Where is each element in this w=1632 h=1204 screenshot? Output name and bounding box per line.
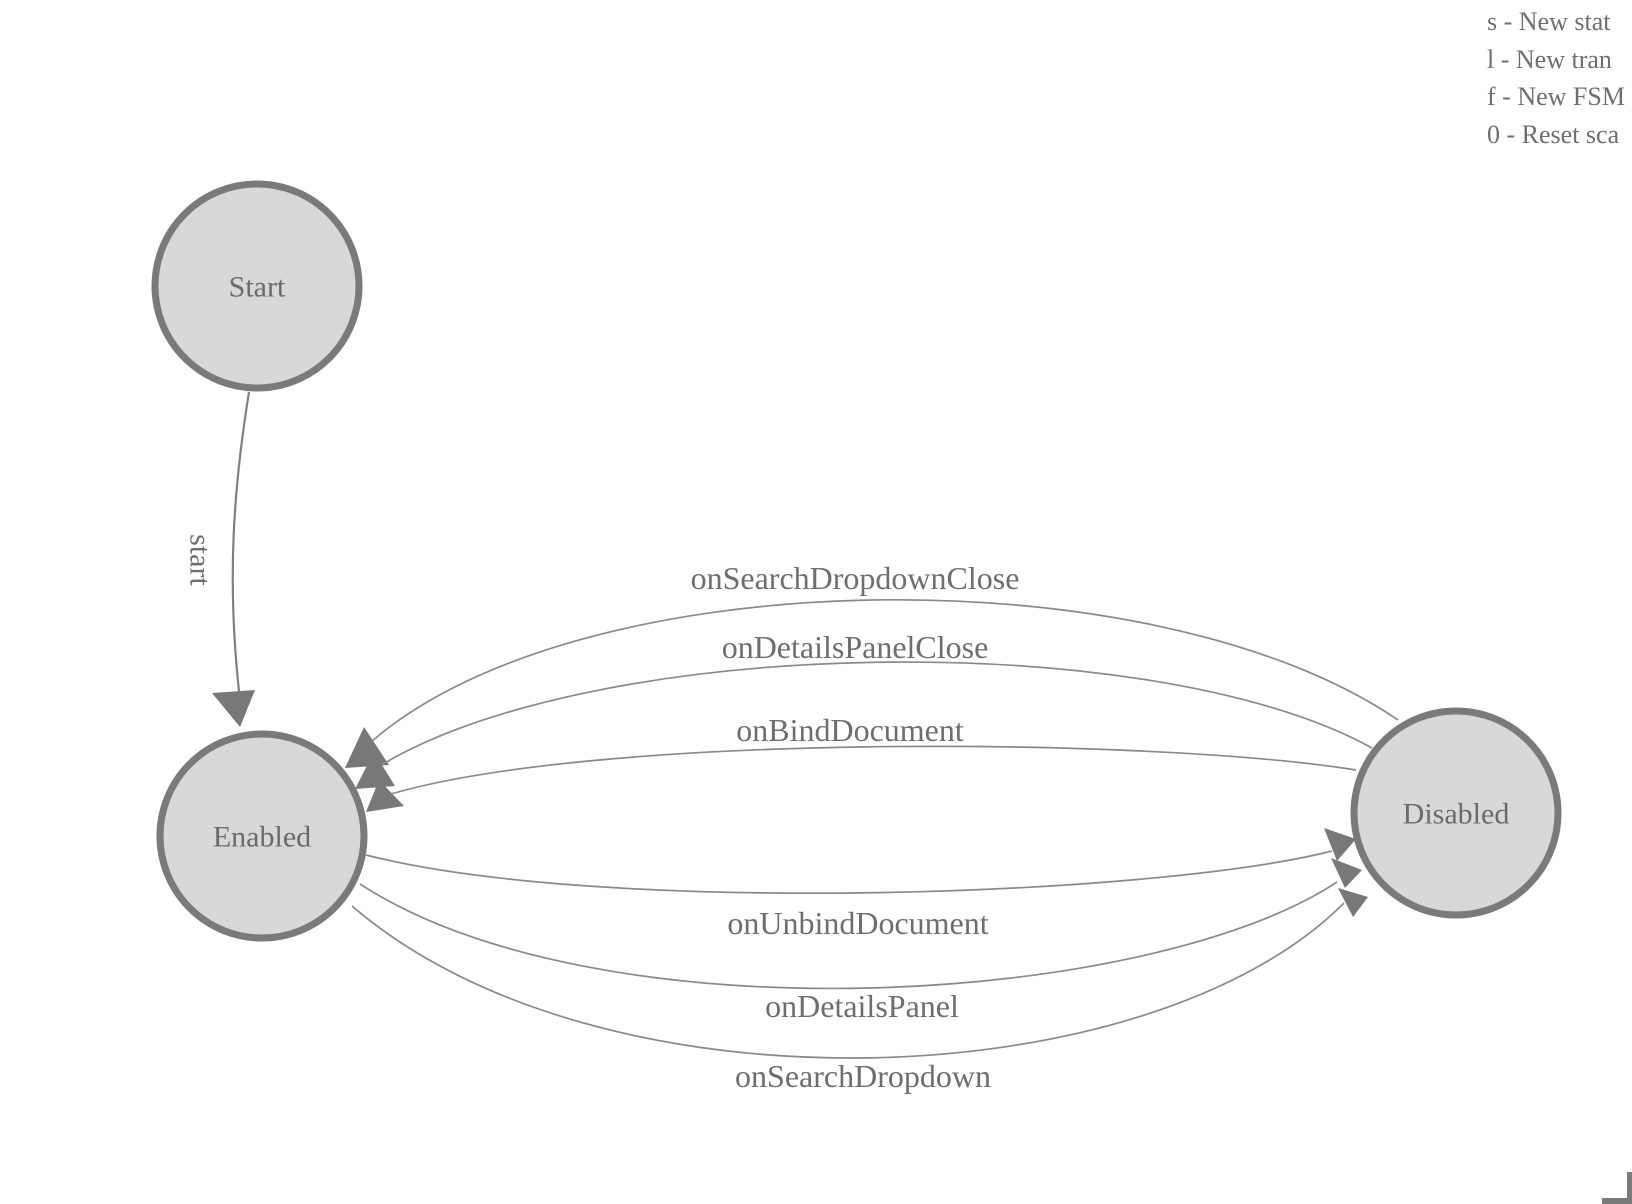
arrowhead-icon [345,727,389,768]
clipped-corner-element [1602,1172,1632,1204]
edge-curve[interactable] [351,902,1345,1059]
corner-vertical-bar [1627,1172,1632,1204]
edge-curve[interactable] [365,850,1333,894]
edge-label-onBindDocument: onBindDocument [736,712,964,748]
edge-curve[interactable] [369,661,1373,773]
edge-label-onSearchDropdown: onSearchDropdown [735,1058,991,1094]
arrowhead-icon [1331,858,1362,888]
state-node-disabled[interactable]: Disabled [1350,707,1562,919]
legend-line-new-transition: l - New tran [1487,44,1612,74]
state-label-enabled: Enabled [213,821,311,854]
edge-curve[interactable] [359,599,1399,753]
state-label-disabled: Disabled [1403,798,1510,831]
edge-label-onSearchDropdownClose: onSearchDropdownClose [691,560,1020,596]
edge-curve[interactable] [231,391,251,701]
transition-edge-onUnbindDocument[interactable]: onUnbindDocument [365,828,1356,941]
state-node-enabled[interactable]: Enabled [156,730,368,942]
edge-label-onDetailsPanelClose: onDetailsPanelClose [722,629,989,665]
arrowhead-icon [212,690,255,727]
transition-edge-onSearchDropdownClose[interactable]: onSearchDropdownClose [345,560,1399,768]
state-circle[interactable] [1350,707,1562,919]
state-node-start[interactable]: Start [151,180,363,392]
edge-label-onDetailsPanel: onDetailsPanel [765,988,959,1024]
arrowhead-icon [355,752,395,789]
transition-edge-onSearchDropdown[interactable]: onSearchDropdown [351,888,1368,1094]
edge-label-start: start [184,534,217,586]
state-circle[interactable] [156,730,368,942]
transition-edge-onDetailsPanel[interactable]: onDetailsPanel [359,858,1362,1024]
legend-line-new-state: s - New stat [1487,7,1611,36]
arrowhead-icon [1338,888,1368,917]
state-circle[interactable] [151,180,363,392]
transition-edge-onDetailsPanelClose[interactable]: onDetailsPanelClose [355,629,1373,789]
transition-edge-start[interactable]: start [184,391,256,727]
legend-line-reset: 0 - Reset sca [1487,119,1620,149]
state-label-start: Start [229,271,286,304]
transition-edge-onBindDocument[interactable]: onBindDocument [366,712,1357,812]
arrowhead-icon [1324,828,1356,861]
legend-line-new-fsm: f - New FSM [1487,82,1625,111]
edge-label-onUnbindDocument: onUnbindDocument [727,905,988,941]
edge-curve[interactable] [359,881,1338,990]
corner-horizontal-bar [1602,1198,1632,1204]
arrowhead-icon [366,780,404,812]
shortcut-legend: s - New stat l - New tran f - New FSM 0 … [1487,3,1625,153]
edge-curve[interactable] [377,745,1357,799]
